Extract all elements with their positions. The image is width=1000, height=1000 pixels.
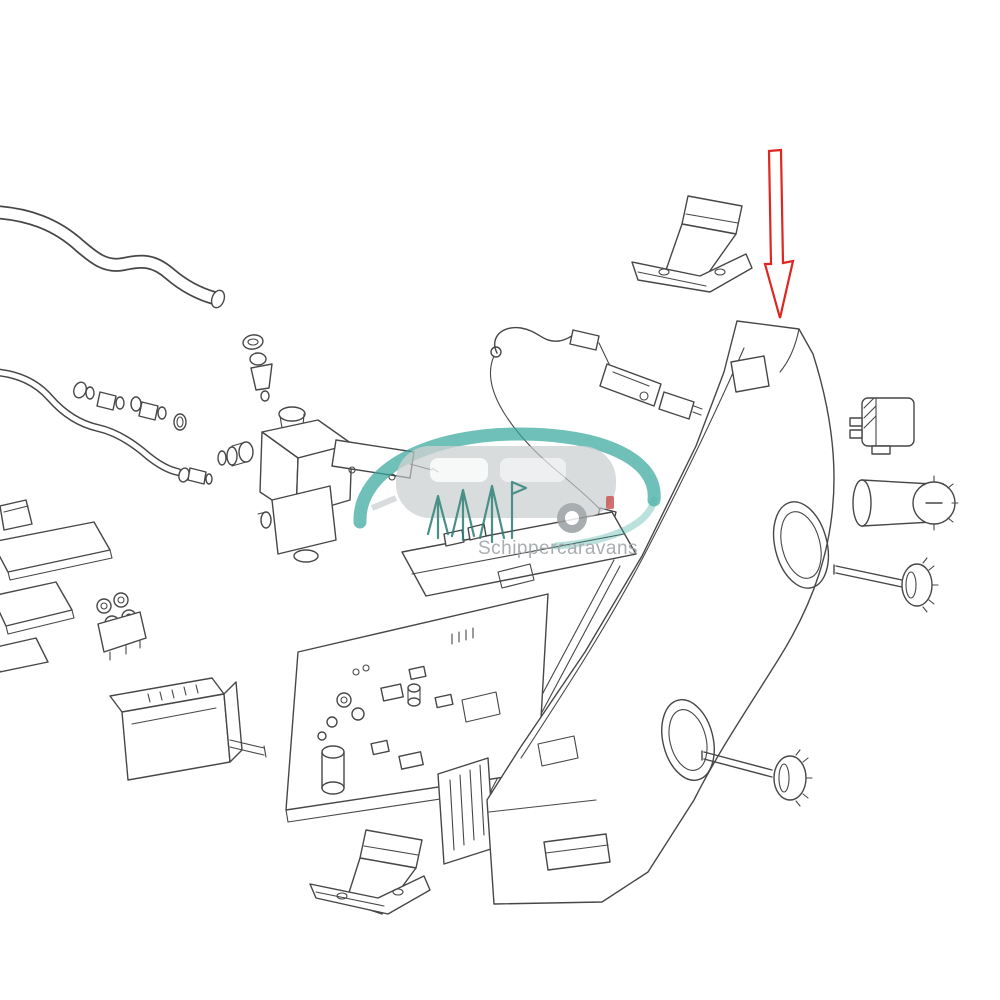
side-panels — [0, 499, 113, 673]
caravan-tail-light — [606, 496, 614, 509]
casing-foot-bracket — [543, 833, 611, 871]
terminal-block — [96, 592, 147, 661]
gas-pipe — [0, 368, 213, 485]
control-unit — [109, 677, 267, 781]
cylinder-sleeve — [852, 475, 959, 531]
thumb-screw-lower — [701, 749, 813, 807]
elbow-fitting — [242, 334, 273, 402]
mounting-bracket-top — [631, 195, 753, 293]
watermark: Schippercaravans — [353, 427, 661, 559]
watermark-text: Schippercaravans — [478, 538, 638, 559]
pipe-fittings — [73, 381, 187, 431]
thumb-screw-upper — [833, 557, 939, 613]
solenoid-coil — [849, 397, 915, 455]
tree-icons — [426, 480, 528, 544]
caravan-silhouette — [396, 446, 616, 518]
pointer-arrow-shape — [763, 148, 795, 319]
slotted-flange — [437, 757, 495, 865]
control-board-assembly — [285, 511, 637, 833]
front-casing — [486, 320, 835, 905]
pointer-arrow — [763, 148, 795, 319]
mounting-bracket-bottom — [309, 829, 431, 915]
heat-duct-pipe — [0, 205, 226, 309]
